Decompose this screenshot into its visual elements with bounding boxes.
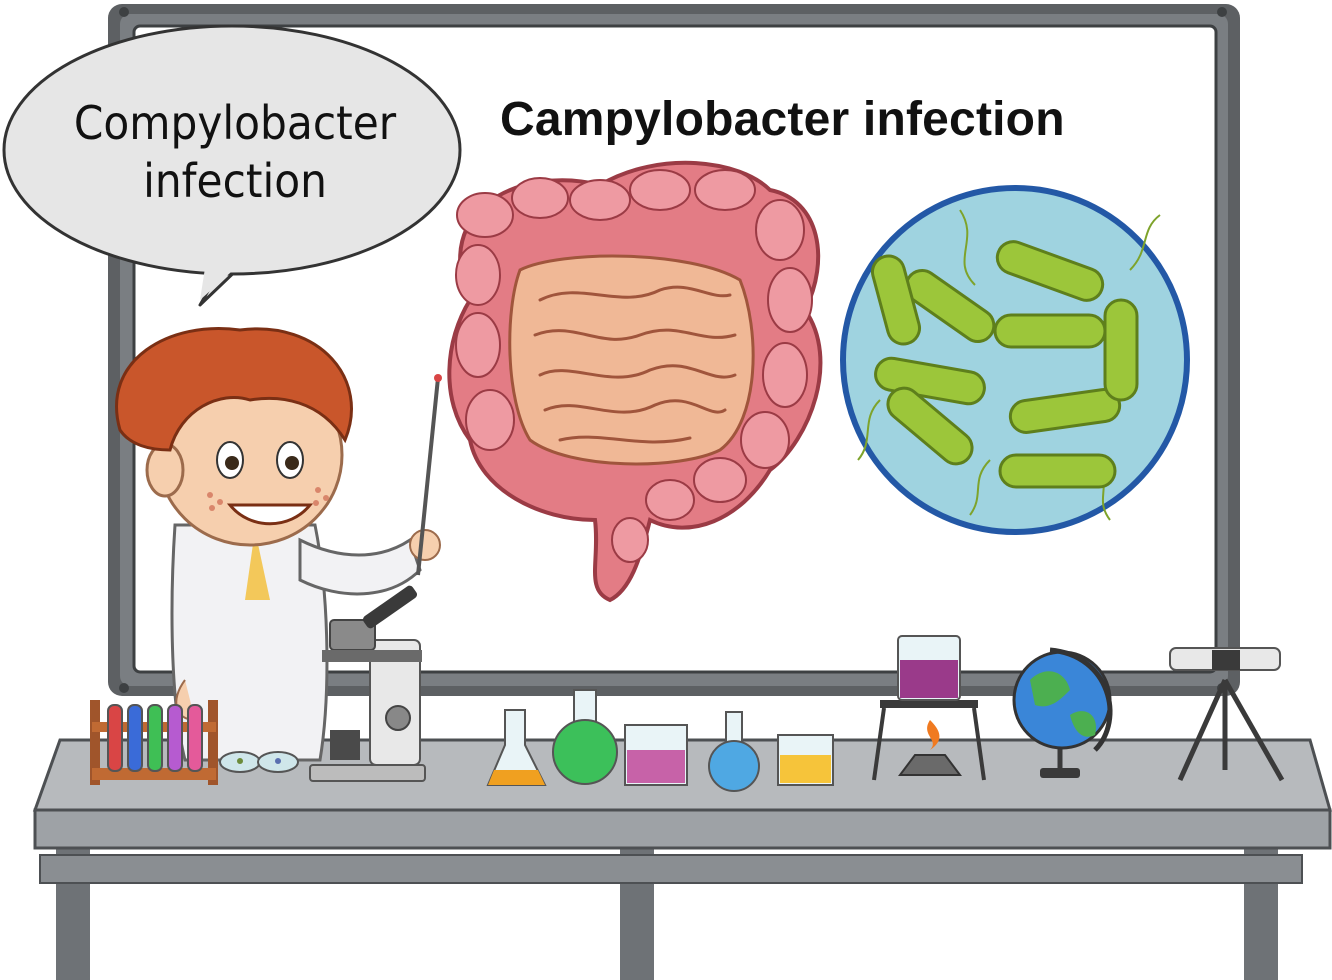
flask-icon (708, 711, 760, 792)
speech-bubble (2, 24, 462, 307)
flask-icon (486, 709, 547, 786)
beaker-icon (624, 724, 688, 786)
bacteria-magnified-icon (840, 185, 1190, 535)
board-title: Campylobacter infection (500, 93, 1065, 146)
speech-bubble-line-1: Compylobacter (73, 96, 397, 150)
telescope-icon (1169, 647, 1285, 782)
flask-icon (552, 689, 618, 785)
intestine-illustration (447, 160, 823, 603)
lab-table (32, 738, 1332, 980)
bunsen-burner-icon (872, 635, 986, 781)
microscope-icon (309, 585, 426, 782)
speech-bubble-line-2: infection (143, 154, 327, 208)
beaker-icon (777, 734, 834, 786)
test-tube-rack-icon (90, 700, 218, 785)
petri-dish-icon (219, 751, 299, 773)
speech-bubble-text: Compylobacter infection (46, 94, 423, 210)
globe-icon (1012, 647, 1113, 778)
